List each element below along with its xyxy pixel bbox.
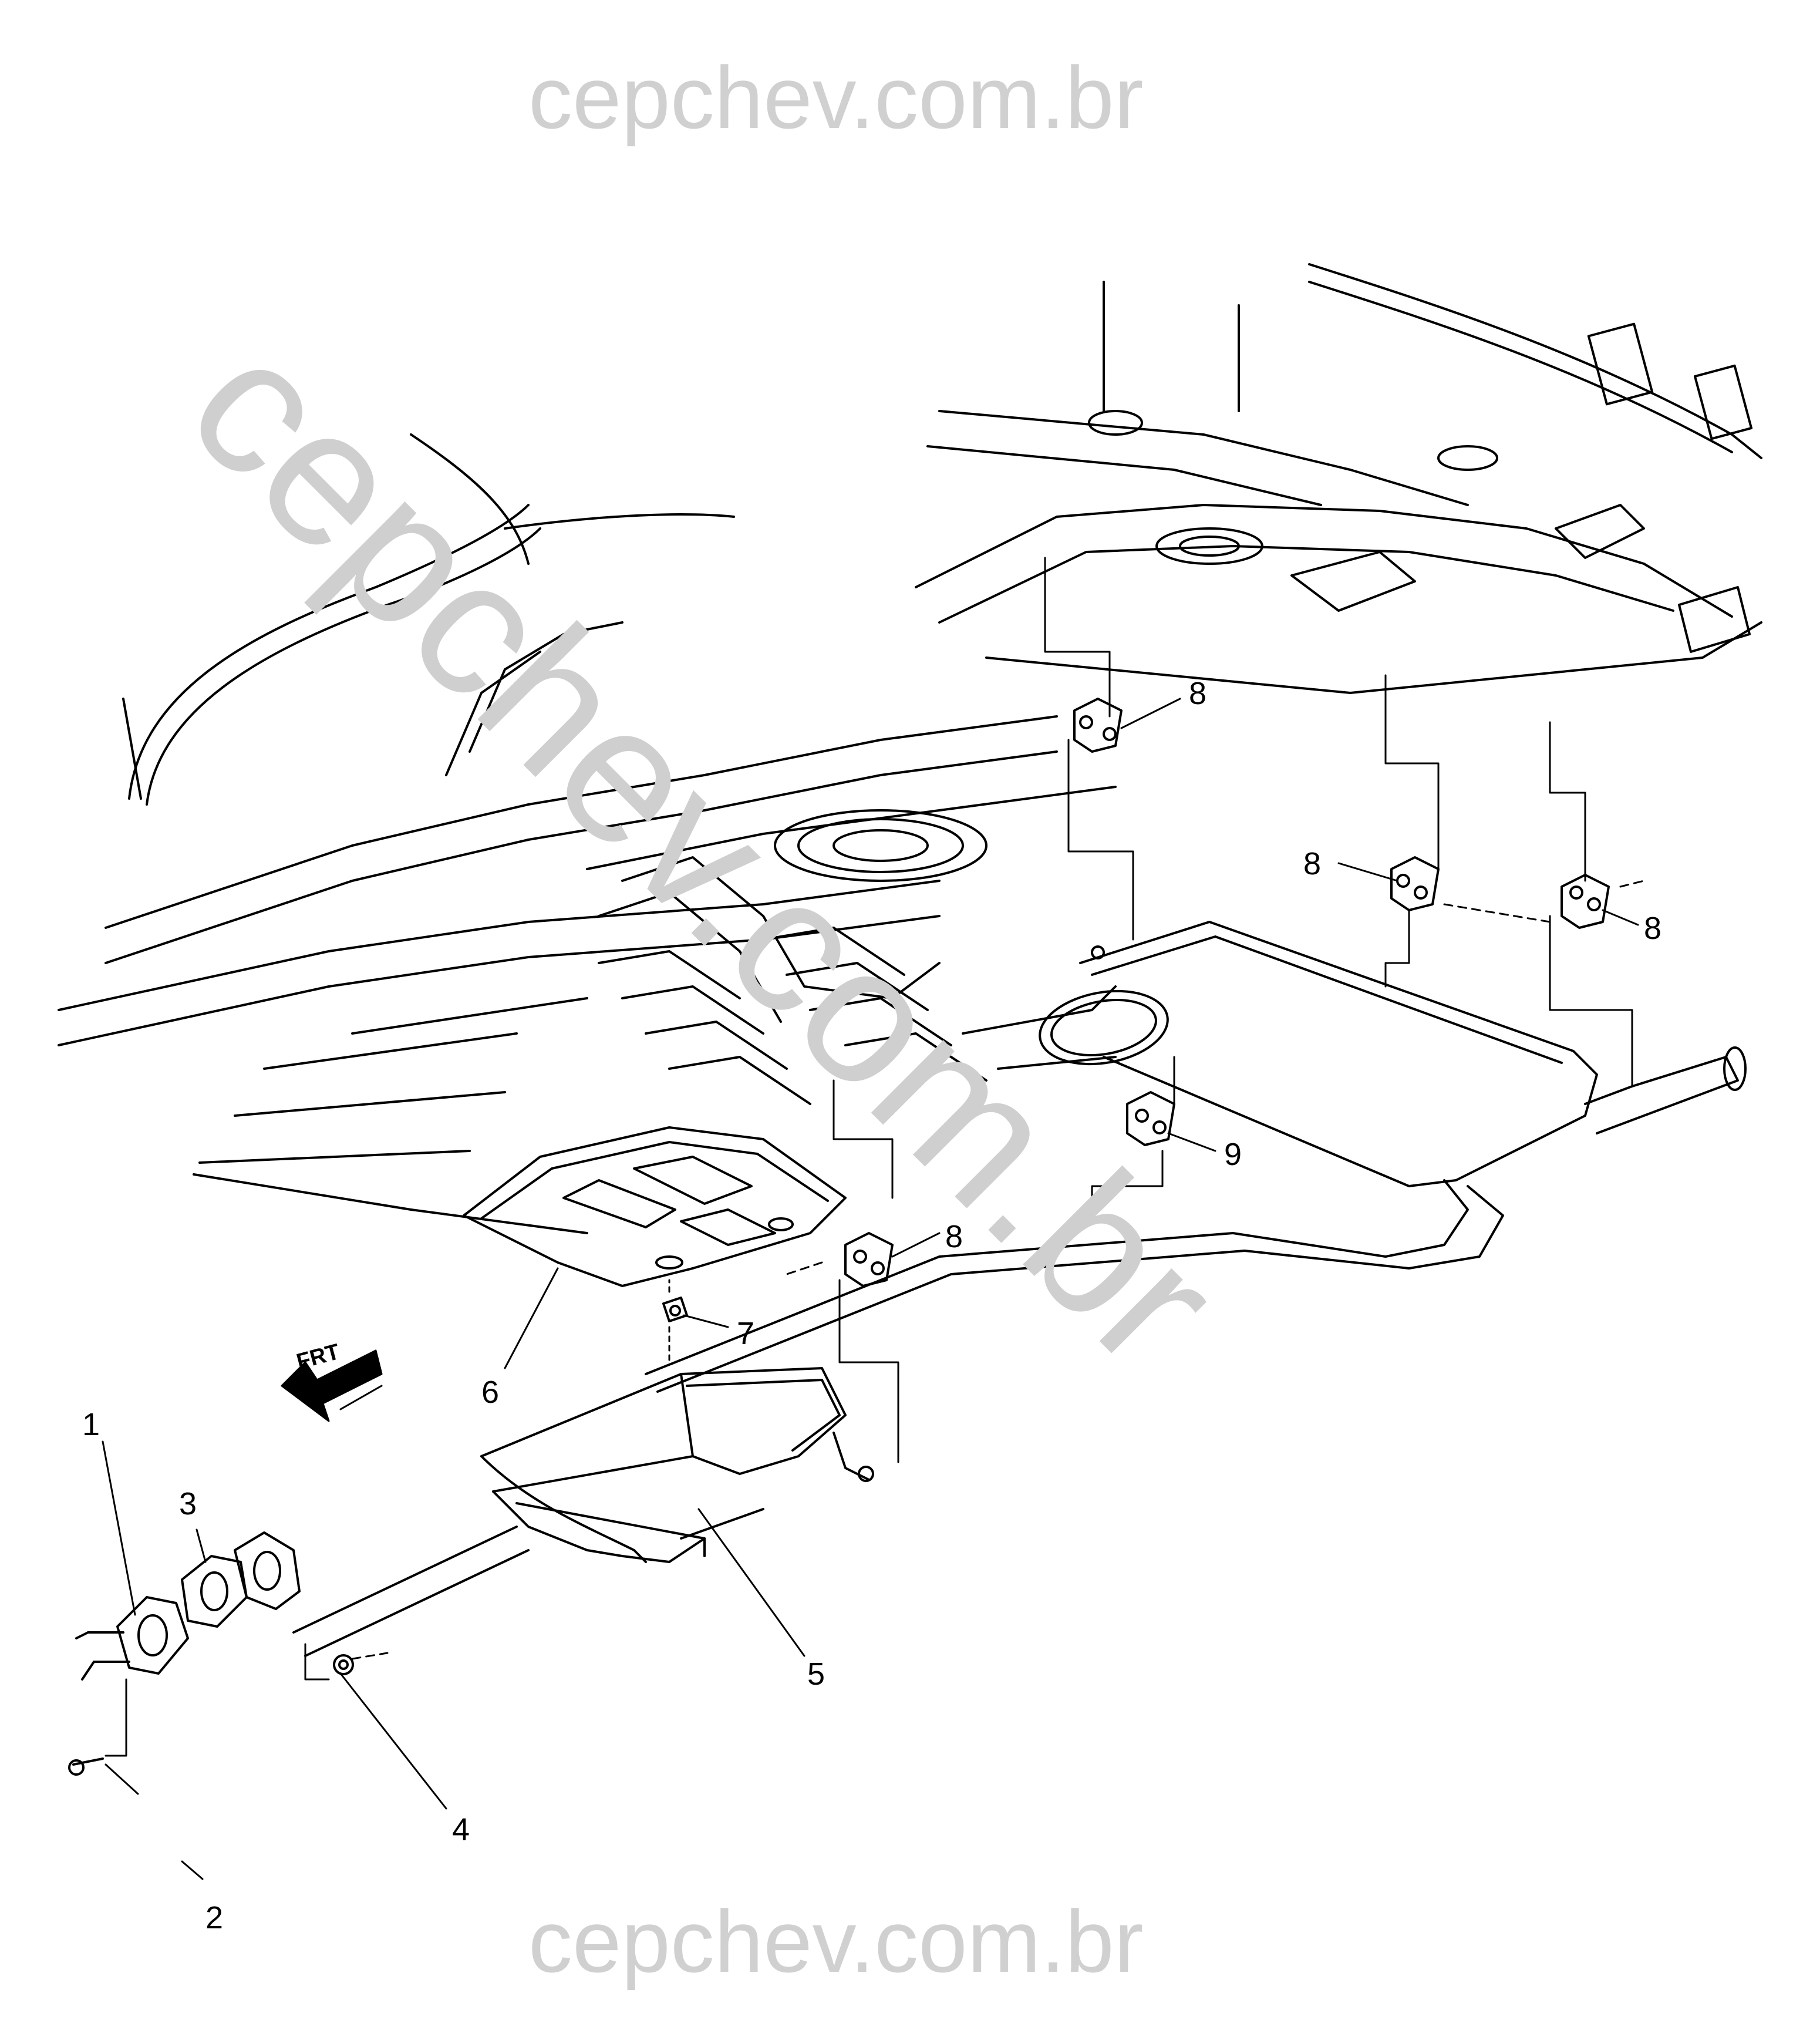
- leader-lines: [102, 698, 1639, 1880]
- callout-8-top: 8: [1189, 676, 1207, 711]
- watermark-bottom: cepchev.com.br: [528, 1892, 1144, 1991]
- callout-3: 3: [179, 1486, 197, 1521]
- alignment-lines: [105, 557, 1645, 1757]
- callout-6: 6: [481, 1375, 500, 1410]
- callout-1: 1: [82, 1407, 100, 1442]
- flange-assembly: [68, 1531, 354, 1776]
- callout-8-right: 8: [1644, 911, 1662, 946]
- callout-5: 5: [807, 1656, 825, 1692]
- heat-shield: [463, 1126, 847, 1287]
- callout-4: 4: [452, 1812, 470, 1847]
- callout-8-middle: 8: [1303, 846, 1322, 881]
- watermark-top: cepchev.com.br: [528, 48, 1144, 147]
- callout-7: 7: [737, 1316, 755, 1351]
- front-muffler: [292, 1367, 874, 1657]
- body-outline: [122, 433, 735, 806]
- center-floor: [58, 621, 1117, 1234]
- rear-floor-pan: [915, 263, 1762, 694]
- callout-9: 9: [1224, 1137, 1242, 1172]
- callout-2: 2: [205, 1900, 224, 1935]
- rear-muffler: [645, 921, 1747, 1393]
- callout-8-lower: 8: [945, 1219, 963, 1254]
- front-direction-arrow: [281, 1349, 383, 1422]
